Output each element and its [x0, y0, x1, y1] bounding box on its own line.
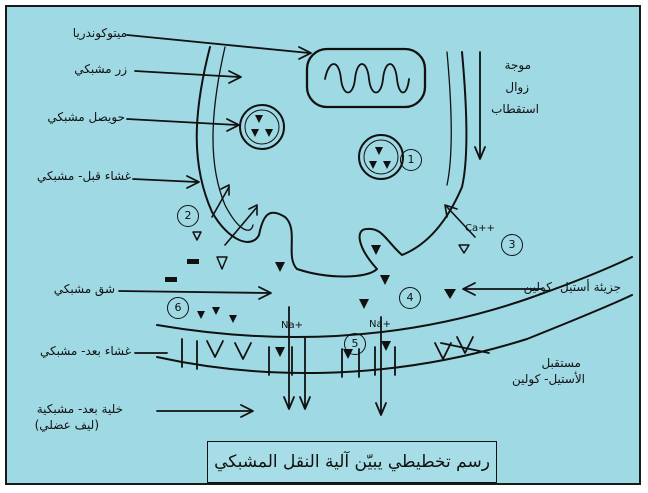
label-receptor: مستقبل: [541, 357, 581, 371]
diagram-caption: رسم تخطيطي يبيّن آلية النقل المشبكي: [214, 452, 490, 472]
step-number-2: 2: [177, 205, 199, 227]
calcium-ion-label: Ca++: [465, 223, 495, 234]
label-polarization: استقطاب: [491, 103, 539, 117]
caption-box: رسم تخطيطي يبيّن آلية النقل المشبكي: [207, 441, 497, 483]
label-presynaptic-membrane: غشاء قبل- مشبكي: [37, 170, 131, 184]
diagram-frame: 1 2 3 4 5 6 Ca++ Na+ Na+ ميتوكوندريا زر …: [5, 5, 641, 485]
sodium-ion-label-right: Na+: [369, 319, 391, 330]
vesicle-center: [359, 135, 403, 179]
vesicle-left: [240, 105, 284, 149]
label-synaptic-cleft: شق مشبكي: [54, 283, 115, 297]
step-number-5: 5: [344, 333, 366, 355]
presynaptic-membrane-inner: [213, 47, 253, 230]
label-synaptic-vesicle: حويصل مشبكي: [47, 111, 125, 125]
sodium-ion-label-left: Na+: [281, 320, 303, 331]
label-muscle-fiber: (ليف عضلي): [35, 419, 99, 433]
label-acetylcholine-molecule: جزيئة أستيل- كولين: [524, 281, 621, 295]
step-number-6: 6: [167, 297, 189, 319]
label-depolarization: زوال: [505, 81, 529, 95]
step-number-3: 3: [501, 234, 523, 256]
label-presynaptic-knob: زر مشبكي: [74, 63, 127, 77]
mitochondrion-shape: [307, 49, 425, 107]
label-receptor-acetylcholine: الأستيل- كولين: [512, 373, 585, 387]
label-wave: موجة: [505, 59, 531, 73]
label-mitochondria: ميتوكوندريا: [73, 27, 127, 41]
label-postsynaptic-cell: خلية بعد- مشبكية: [37, 403, 123, 417]
step-number-4: 4: [399, 287, 421, 309]
step-number-1: 1: [400, 149, 422, 171]
label-postsynaptic-membrane: غشاء بعد- مشبكي: [40, 345, 131, 359]
receptor-channels: [182, 337, 473, 377]
